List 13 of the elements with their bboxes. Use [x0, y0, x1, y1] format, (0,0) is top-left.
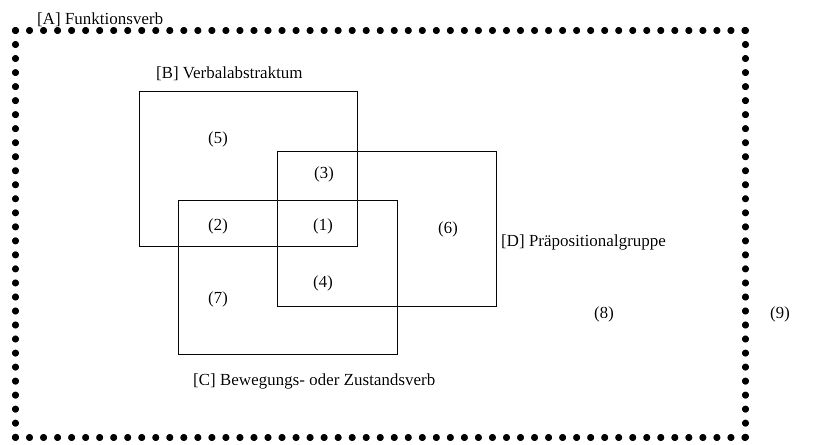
region-number: (6) [438, 218, 458, 238]
region-number: (4) [313, 272, 333, 292]
set-label: [D] Präpositionalgruppe [501, 231, 666, 251]
set-label: [C] Bewegungs- oder Zustandsverb [193, 370, 436, 390]
region-number: (7) [208, 288, 228, 308]
set-label: [A] Funktionsverb [37, 9, 164, 29]
region-number: (8) [594, 303, 614, 323]
region-number: (1) [313, 215, 333, 235]
region-number: (5) [208, 128, 228, 148]
region-number: (9) [770, 303, 790, 323]
region-number: (3) [314, 163, 334, 183]
set-label: [B] Verbalabstraktum [156, 63, 303, 83]
region-number: (2) [208, 215, 228, 235]
